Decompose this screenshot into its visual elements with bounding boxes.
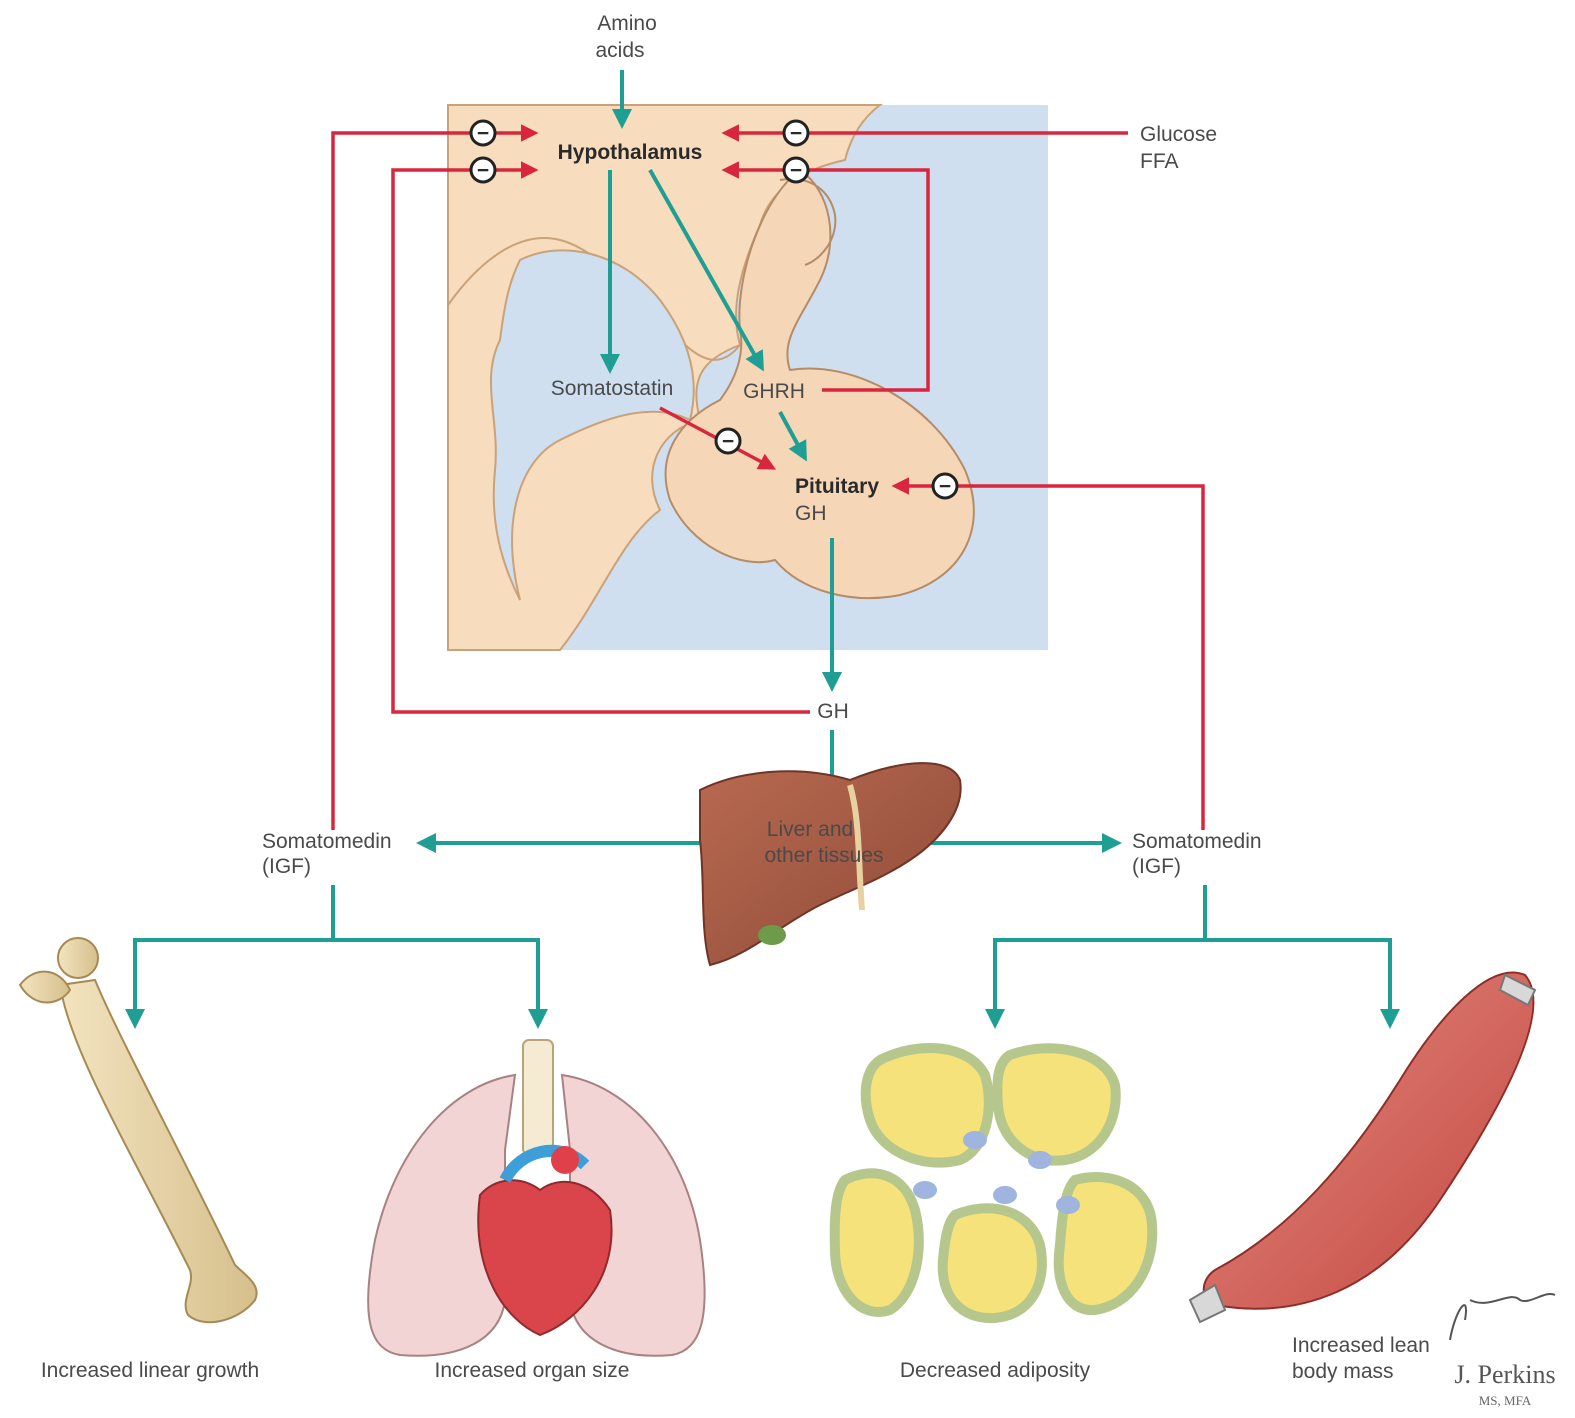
pituitary-label: Pituitary [795, 475, 879, 498]
arrow-to-lean-mass [1205, 940, 1390, 1025]
lean-mass-caption-2: body mass [1292, 1360, 1394, 1383]
adiposity-caption: Decreased adiposity [900, 1359, 1091, 1382]
netter-signature [1450, 1294, 1555, 1340]
femur-illustration [20, 938, 257, 1322]
organ-size-caption: Increased organ size [435, 1359, 630, 1382]
somatomedin-left-sub: (IGF) [262, 855, 311, 878]
amino-acids-label-2: acids [595, 39, 644, 62]
svg-text:−: − [477, 159, 489, 182]
minus-badge: − [784, 158, 808, 182]
gallbladder [758, 925, 786, 945]
pituitary-gh-label: GH [795, 502, 827, 525]
minus-badge: − [716, 429, 740, 453]
arrow-to-adiposity [995, 885, 1205, 1025]
svg-text:−: − [722, 430, 734, 453]
hypothalamus-label: Hypothalamus [558, 141, 703, 164]
amino-acids-label: Amino [597, 12, 657, 35]
somatomedin-left-label: Somatomedin [262, 830, 392, 853]
somatostatin-label: Somatostatin [551, 377, 674, 400]
minus-badge: − [471, 121, 495, 145]
ghrh-label: GHRH [743, 380, 805, 403]
gh-label: GH [817, 700, 849, 723]
ffa-label: FFA [1140, 150, 1179, 173]
minus-badge: − [471, 158, 495, 182]
arrow-to-organ-size [333, 940, 538, 1025]
adipocytes-illustration [835, 1048, 1153, 1318]
minus-badge: − [784, 121, 808, 145]
artist-degrees: MS, MFA [1479, 1393, 1532, 1408]
svg-text:−: − [790, 159, 802, 182]
svg-text:−: − [477, 122, 489, 145]
svg-text:−: − [939, 475, 951, 498]
brain-panel [448, 105, 1048, 650]
glucose-label: Glucose [1140, 123, 1217, 146]
somatomedin-right-label: Somatomedin [1132, 830, 1262, 853]
artist-credit: J. Perkins [1454, 1360, 1555, 1389]
somatomedin-right-sub: (IGF) [1132, 855, 1181, 878]
muscle-illustration [1190, 973, 1535, 1322]
lean-mass-caption: Increased lean [1292, 1334, 1430, 1357]
svg-text:−: − [790, 122, 802, 145]
lungs-heart-illustration [368, 1040, 705, 1356]
linear-growth-caption: Increased linear growth [41, 1359, 259, 1382]
liver-label: Liver and [767, 818, 853, 841]
liver-label-2: other tissues [764, 844, 883, 867]
arrow-to-linear-growth [135, 885, 333, 1025]
minus-badge: − [933, 474, 957, 498]
